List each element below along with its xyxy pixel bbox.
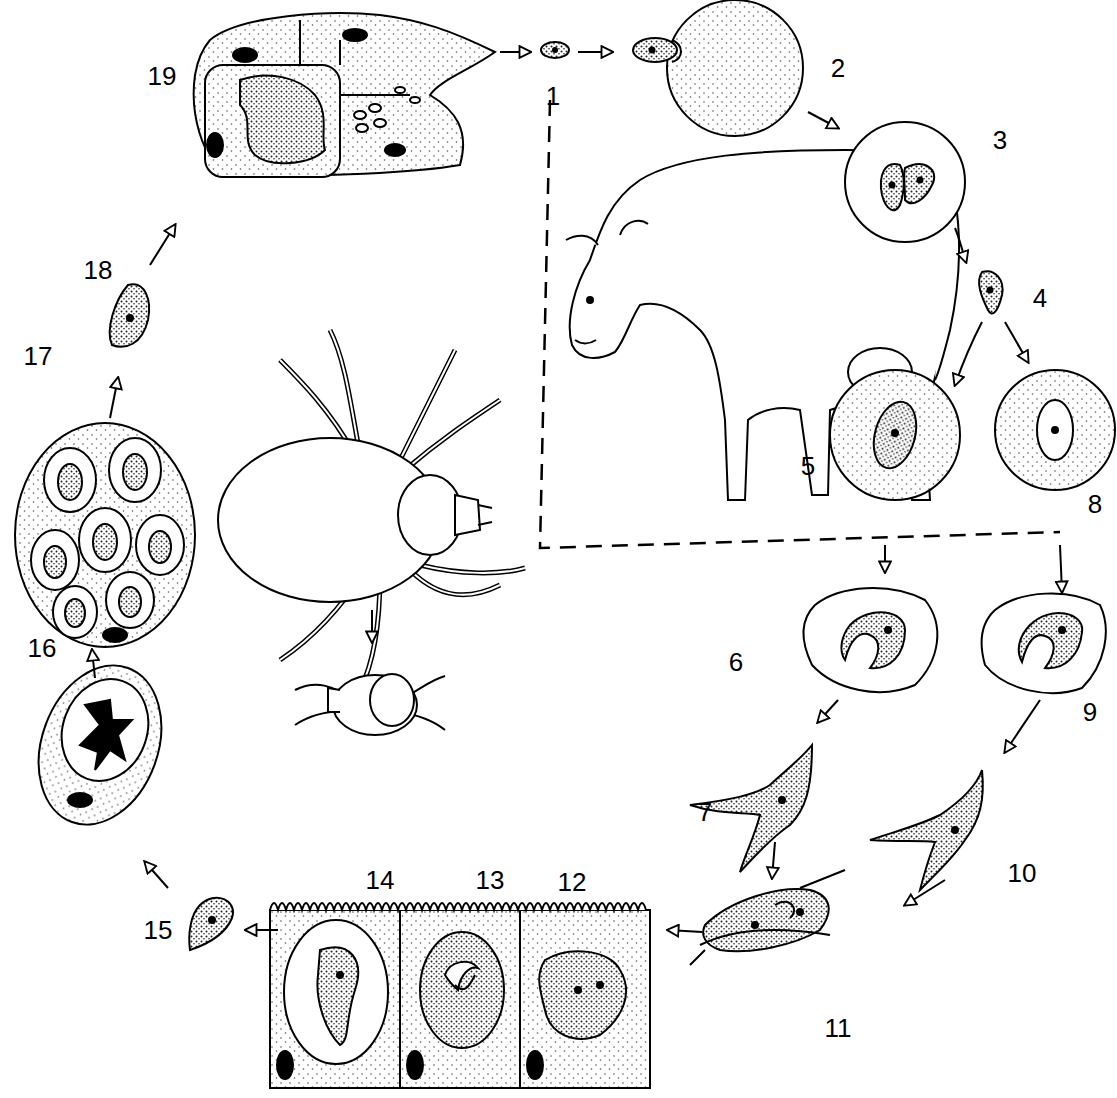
- callout-number: 6: [727, 648, 745, 676]
- merozoite: [955, 271, 1028, 385]
- cow-host: [566, 150, 959, 500]
- callout-number: 10: [1006, 859, 1039, 887]
- host-divider: [540, 100, 1060, 548]
- tick-vector: [218, 330, 525, 735]
- callout-number: 17: [22, 342, 55, 370]
- callout-number: 14: [364, 866, 397, 894]
- salivary-gland: [194, 13, 495, 177]
- erythrocyte: [633, 0, 838, 136]
- callout-number: 18: [82, 256, 115, 284]
- sporozoite: [500, 42, 612, 58]
- dividing-trophozoite: [845, 122, 966, 262]
- gametocyte-cell: [830, 370, 1115, 500]
- tick-ovary-stages: [15, 225, 233, 950]
- callout-number: 15: [142, 916, 175, 944]
- callout-number: 3: [991, 126, 1009, 154]
- callout-number: 16: [26, 634, 59, 662]
- callout-number: 19: [146, 62, 179, 90]
- callout-number: 8: [1086, 490, 1104, 518]
- callout-number: 1: [544, 82, 562, 110]
- callout-number: 12: [556, 868, 589, 896]
- callout-number: 13: [474, 866, 507, 894]
- callout-number: 2: [829, 54, 847, 82]
- gut-epithelium: [246, 903, 650, 1088]
- callout-number: 9: [1081, 698, 1099, 726]
- callout-number: 5: [799, 452, 817, 480]
- ray-body-precursor: [803, 545, 1105, 693]
- ray-body: [668, 700, 1040, 965]
- callout-number: 4: [1031, 284, 1049, 312]
- callout-number: 11: [823, 1014, 854, 1042]
- callout-number: 7: [696, 798, 714, 826]
